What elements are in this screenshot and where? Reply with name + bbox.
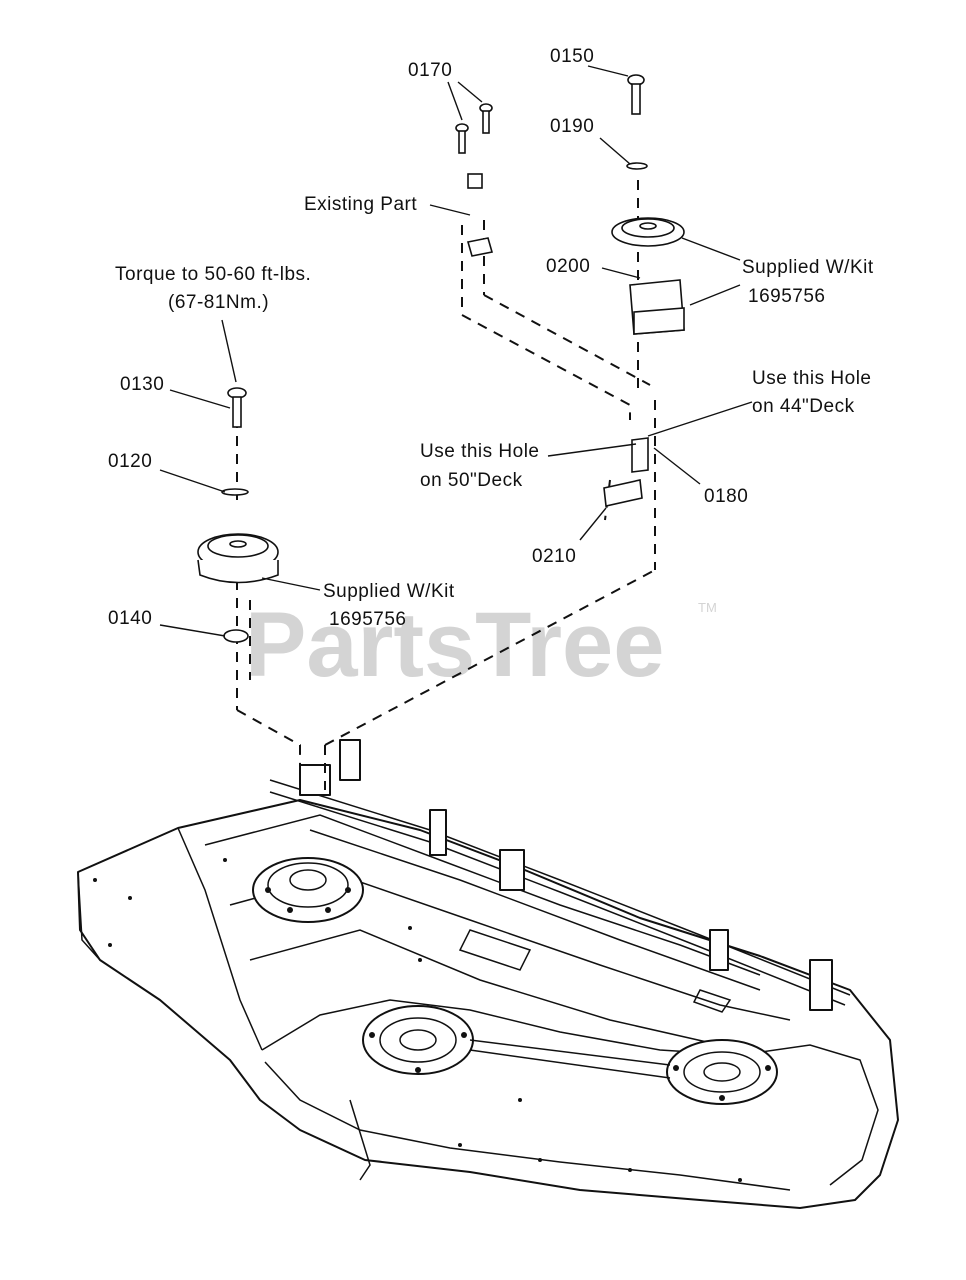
washer-0140: [223, 629, 249, 643]
bolts-0170: [455, 103, 493, 154]
bolt-0130: [227, 387, 247, 428]
callout-0180: 0180: [704, 486, 748, 507]
hole44-line1: Use this Hole: [752, 368, 872, 389]
part-0210: [603, 479, 643, 507]
assembly-lines: [236, 180, 656, 790]
bolt-0150: [627, 74, 645, 115]
labels: 0170 0150 0190 Existing Part 0200 Suppli…: [108, 46, 874, 630]
watermark-trademark: TM: [698, 600, 717, 615]
spacer-0200: [629, 279, 685, 335]
watermark-text: PartsTree: [245, 594, 664, 696]
parts: [197, 74, 685, 643]
idler-pulley-left: [197, 533, 279, 584]
callout-0120: 0120: [108, 451, 152, 472]
callout-0130: 0130: [120, 374, 164, 395]
spacer-0180: [631, 437, 649, 473]
callout-0200: 0200: [546, 256, 590, 277]
callout-0210: 0210: [532, 546, 576, 567]
hole44-line2: on 44"Deck: [752, 396, 855, 417]
supplied-left-line2: 1695756: [329, 609, 406, 630]
callout-0190: 0190: [550, 116, 594, 137]
hole50-line2: on 50"Deck: [420, 470, 523, 491]
callout-0150: 0150: [550, 46, 594, 67]
callout-0170: 0170: [408, 60, 452, 81]
mower-deck-drawing: [77, 739, 899, 1209]
torque-note-line1: Torque to 50-60 ft-lbs.: [115, 264, 311, 285]
partstree-watermark: PartsTree TM: [245, 594, 717, 696]
existing-part-note: Existing Part: [304, 194, 417, 215]
supplied-top-line2: 1695756: [748, 286, 825, 307]
idler-pulley-top: [611, 217, 685, 247]
washer-0120: [221, 488, 249, 496]
existing-part: [466, 173, 494, 257]
torque-note-line2: (67-81Nm.): [168, 292, 269, 313]
hole50-line1: Use this Hole: [420, 441, 540, 462]
callout-0140: 0140: [108, 608, 152, 629]
washer-0190: [626, 162, 648, 170]
leader-lines: [159, 65, 753, 637]
supplied-left-line1: Supplied W/Kit: [323, 581, 455, 602]
supplied-top-line1: Supplied W/Kit: [742, 257, 874, 278]
